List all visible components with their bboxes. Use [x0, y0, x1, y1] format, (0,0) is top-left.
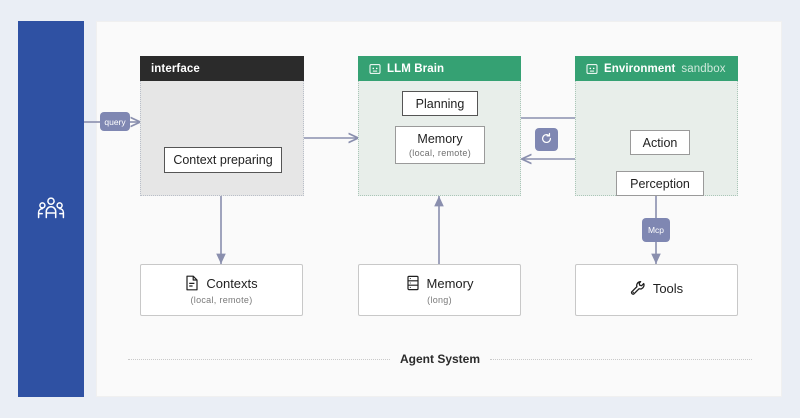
card-memory-title: Memory	[426, 275, 474, 291]
node-planning-label: Planning	[415, 96, 465, 111]
group-llm-brain-header: LLM Brain	[358, 56, 521, 81]
badge-mcp-label: Mcp	[647, 225, 665, 235]
node-perception-label: Perception	[630, 176, 690, 191]
footer-dash-right	[490, 358, 752, 360]
card-tools-title: Tools	[652, 280, 684, 296]
card-memory-sub: (long)	[427, 295, 452, 305]
node-perception[interactable]: Perception	[616, 171, 704, 196]
node-action-label: Action	[642, 135, 678, 150]
node-context-preparing-label: Context preparing	[173, 153, 273, 167]
card-tools[interactable]: Tools	[575, 264, 738, 316]
badge-mcp[interactable]: Mcp	[642, 218, 670, 242]
group-environment-body: Action Perception	[575, 81, 738, 196]
database-icon	[406, 275, 420, 291]
group-environment-subtitle: sandbox	[681, 62, 726, 75]
group-llm-brain-body: Planning Memory (local, remote)	[358, 81, 521, 196]
card-contexts-sub: (local, remote)	[190, 295, 253, 305]
badge-query-label: query	[104, 116, 126, 127]
group-interface-title: interface	[151, 62, 200, 75]
user-rail	[18, 21, 84, 397]
card-contexts-row: Contexts	[185, 275, 258, 291]
robot-face-icon	[369, 63, 381, 75]
card-memory-row: Memory	[406, 275, 474, 291]
footer-label: Agent System	[399, 352, 481, 366]
node-action[interactable]: Action	[630, 130, 690, 155]
document-icon	[185, 275, 199, 291]
badge-loop[interactable]	[535, 128, 558, 151]
refresh-loop-icon	[540, 132, 553, 147]
users-group-icon	[36, 196, 66, 222]
group-llm-brain: LLM Brain Planning Memory (local, remote…	[358, 56, 521, 196]
card-contexts[interactable]: Contexts (local, remote)	[140, 264, 303, 316]
node-memory-brain-label: Memory	[417, 132, 463, 146]
group-interface-header: interface	[140, 56, 304, 81]
group-environment-header: Environment sandbox	[575, 56, 738, 81]
footer-divider: Agent System	[128, 352, 752, 366]
robot-face-icon	[586, 63, 598, 75]
footer-dash-left	[128, 358, 390, 360]
card-memory[interactable]: Memory (long)	[358, 264, 521, 316]
group-interface-body: Context preparing	[140, 81, 304, 196]
group-llm-brain-title: LLM Brain	[387, 62, 445, 75]
card-contexts-title: Contexts	[206, 275, 258, 291]
node-context-preparing[interactable]: Context preparing	[164, 147, 282, 173]
group-interface: interface Context preparing	[140, 56, 304, 196]
group-environment-title: Environment	[604, 62, 676, 75]
node-planning[interactable]: Planning	[402, 91, 478, 116]
node-memory-brain[interactable]: Memory (local, remote)	[395, 126, 485, 164]
card-tools-row: Tools	[630, 280, 683, 296]
group-environment: Environment sandbox Action Perception	[575, 56, 738, 196]
wrench-icon	[630, 280, 646, 296]
badge-query[interactable]: query	[100, 112, 130, 131]
node-memory-brain-sub: (local, remote)	[408, 148, 471, 158]
